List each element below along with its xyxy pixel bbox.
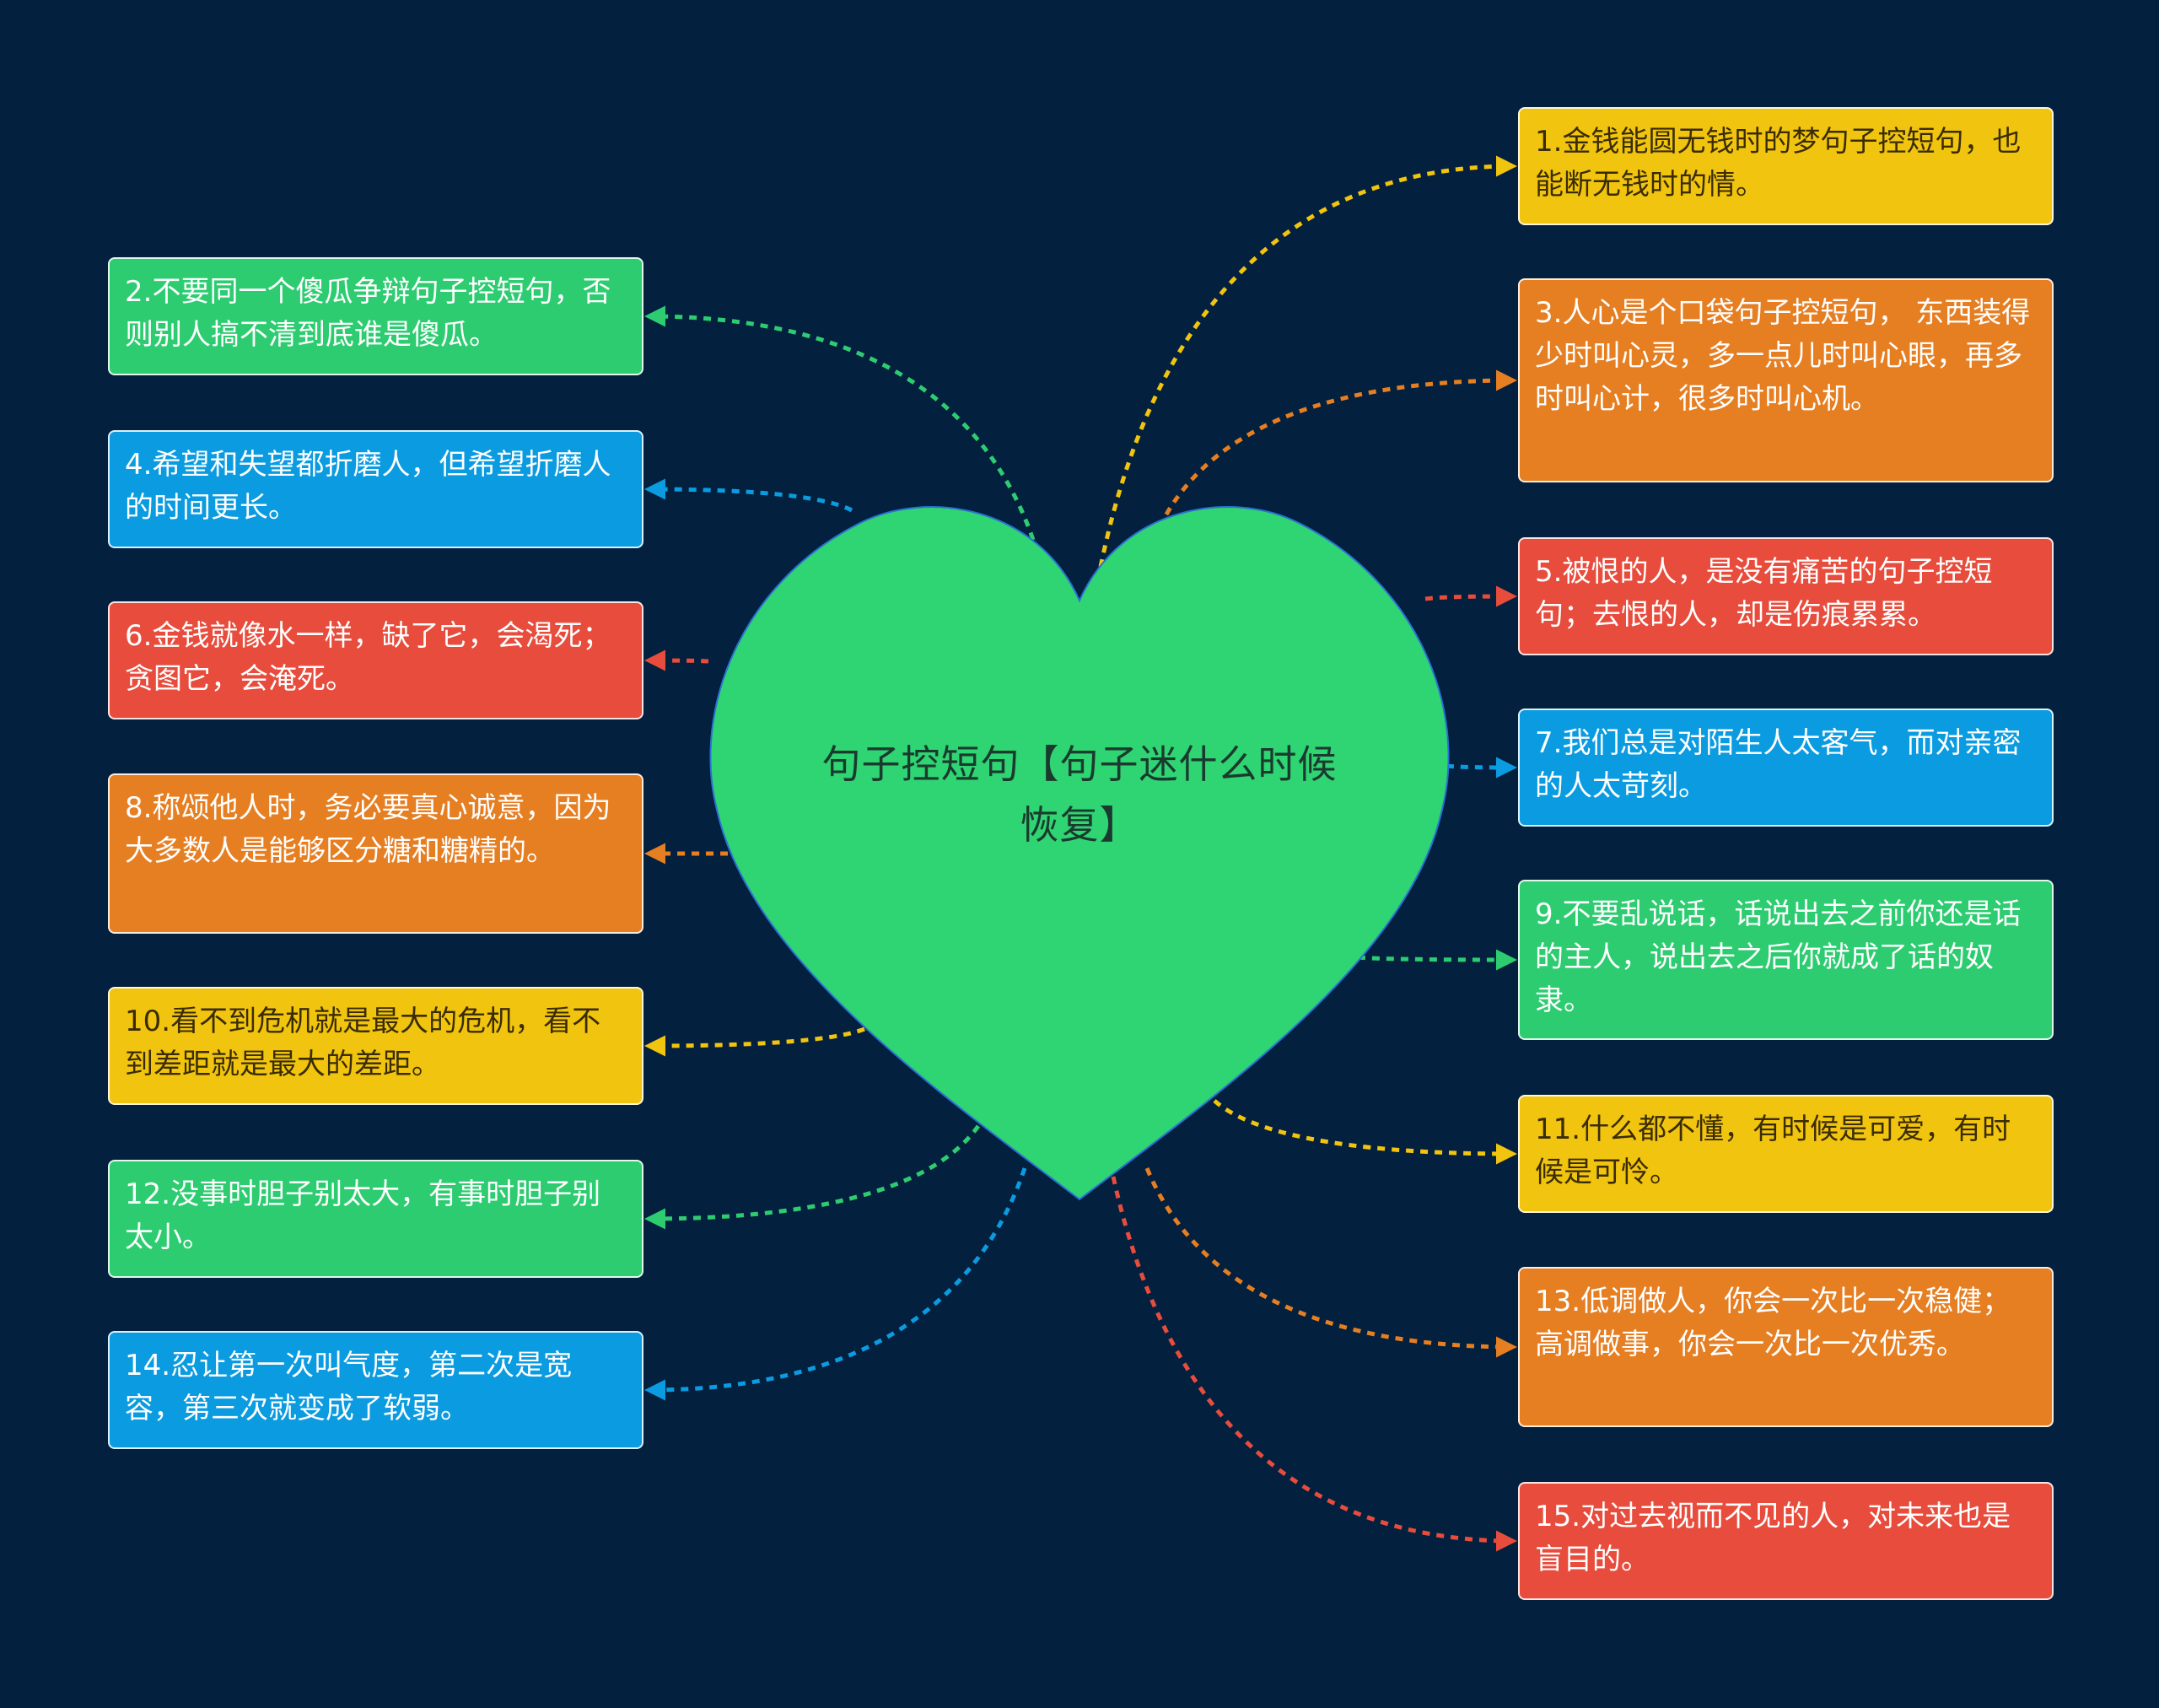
topic-node[interactable]: 10.看不到危机就是最大的危机，看不到差距就是最大的差距。	[108, 987, 643, 1105]
topic-node[interactable]: 12.没事时胆子别太大，有事时胆子别太小。	[108, 1160, 643, 1278]
topic-node-text: 9.不要乱说话，话说出去之前你还是话的主人，说出去之后你就成了话的奴隶。	[1535, 897, 2022, 1017]
topic-node-text: 4.希望和失望都折磨人，但希望折磨人的时间更长。	[125, 448, 611, 525]
connector-line	[1157, 369, 1517, 529]
center-title: 句子控短句【句子迷什么时候恢复】	[821, 741, 1338, 848]
topic-node-text: 10.看不到危机就是最大的危机，看不到差距就是最大的差距。	[125, 1005, 601, 1081]
topic-node[interactable]: 11.什么都不懂，有时候是可爱，有时候是可怜。	[1518, 1095, 2054, 1213]
connector-line	[1213, 1099, 1517, 1165]
topic-node[interactable]: 6.金钱就像水一样，缺了它，会渴死；贪图它，会淹死。	[108, 601, 643, 719]
connector-line	[644, 1167, 1027, 1401]
topic-node[interactable]: 9.不要乱说话，话说出去之前你还是话的主人，说出去之后你就成了话的奴隶。	[1518, 880, 2054, 1040]
connector-line	[1357, 949, 1517, 971]
topic-node[interactable]: 8.称颂他人时，务必要真心诚意，因为大多数人是能够区分糖和糖精的。	[108, 773, 643, 934]
topic-node[interactable]: 1.金钱能圆无钱时的梦句子控短句，也能断无钱时的情。	[1518, 107, 2054, 225]
topic-node[interactable]: 5.被恨的人，是没有痛苦的句子控短句；去恨的人，却是伤痕累累。	[1518, 537, 2054, 655]
topic-node[interactable]: 7.我们总是对陌生人太客气，而对亲密的人太苛刻。	[1518, 709, 2054, 827]
connector-line	[644, 649, 709, 671]
topic-node-text: 3.人心是个口袋句子控短句， 东西装得少时叫心灵，多一点儿时叫心眼，再多时叫心计…	[1535, 296, 2031, 416]
topic-node[interactable]: 14.忍让第一次叫气度，第二次是宽容，第三次就变成了软弱。	[108, 1331, 643, 1449]
topic-node-text: 5.被恨的人，是没有痛苦的句子控短句；去恨的人，却是伤痕累累。	[1535, 555, 1993, 632]
connector-line	[1424, 585, 1517, 607]
topic-node[interactable]: 15.对过去视而不见的人，对未来也是盲目的。	[1518, 1482, 2054, 1600]
connector-line	[644, 1124, 981, 1230]
topic-node-text: 13.低调做人，你会一次比一次稳健；高调做事，你会一次比一次优秀。	[1535, 1285, 2011, 1361]
topic-node[interactable]: 2.不要同一个傻瓜争辩句子控短句，否则别人搞不清到底谁是傻瓜。	[108, 257, 643, 375]
topic-node-text: 11.什么都不懂，有时候是可爱，有时候是可怜。	[1535, 1113, 2011, 1189]
topic-node-text: 12.没事时胆子别太大，有事时胆子别太小。	[125, 1177, 601, 1254]
connector-line	[1098, 155, 1517, 568]
connector-line	[1111, 1176, 1517, 1552]
topic-node-text: 6.金钱就像水一样，缺了它，会渴死；贪图它，会淹死。	[125, 619, 611, 696]
connector-line	[644, 305, 1036, 541]
topic-node-text: 15.对过去视而不见的人，对未来也是盲目的。	[1535, 1500, 2011, 1576]
topic-node-text: 1.金钱能圆无钱时的梦句子控短句，也能断无钱时的情。	[1535, 125, 2022, 202]
topic-node-text: 8.称颂他人时，务必要真心诚意，因为大多数人是能够区分糖和糖精的。	[125, 791, 611, 868]
topic-node-text: 2.不要同一个傻瓜争辩句子控短句，否则别人搞不清到底谁是傻瓜。	[125, 275, 611, 352]
connector-line	[644, 478, 853, 513]
topic-node-text: 7.我们总是对陌生人太客气，而对亲密的人太苛刻。	[1535, 726, 2022, 803]
connector-line	[1446, 757, 1517, 779]
topic-node[interactable]: 13.低调做人，你会一次比一次稳健；高调做事，你会一次比一次优秀。	[1518, 1267, 2054, 1427]
connector-line	[1144, 1167, 1517, 1358]
topic-node[interactable]: 4.希望和失望都折磨人，但希望折磨人的时间更长。	[108, 430, 643, 548]
topic-node-text: 14.忍让第一次叫气度，第二次是宽容，第三次就变成了软弱。	[125, 1349, 573, 1425]
connector-line	[644, 1026, 865, 1057]
topic-node[interactable]: 3.人心是个口袋句子控短句， 东西装得少时叫心灵，多一点儿时叫心眼，再多时叫心计…	[1518, 278, 2054, 482]
